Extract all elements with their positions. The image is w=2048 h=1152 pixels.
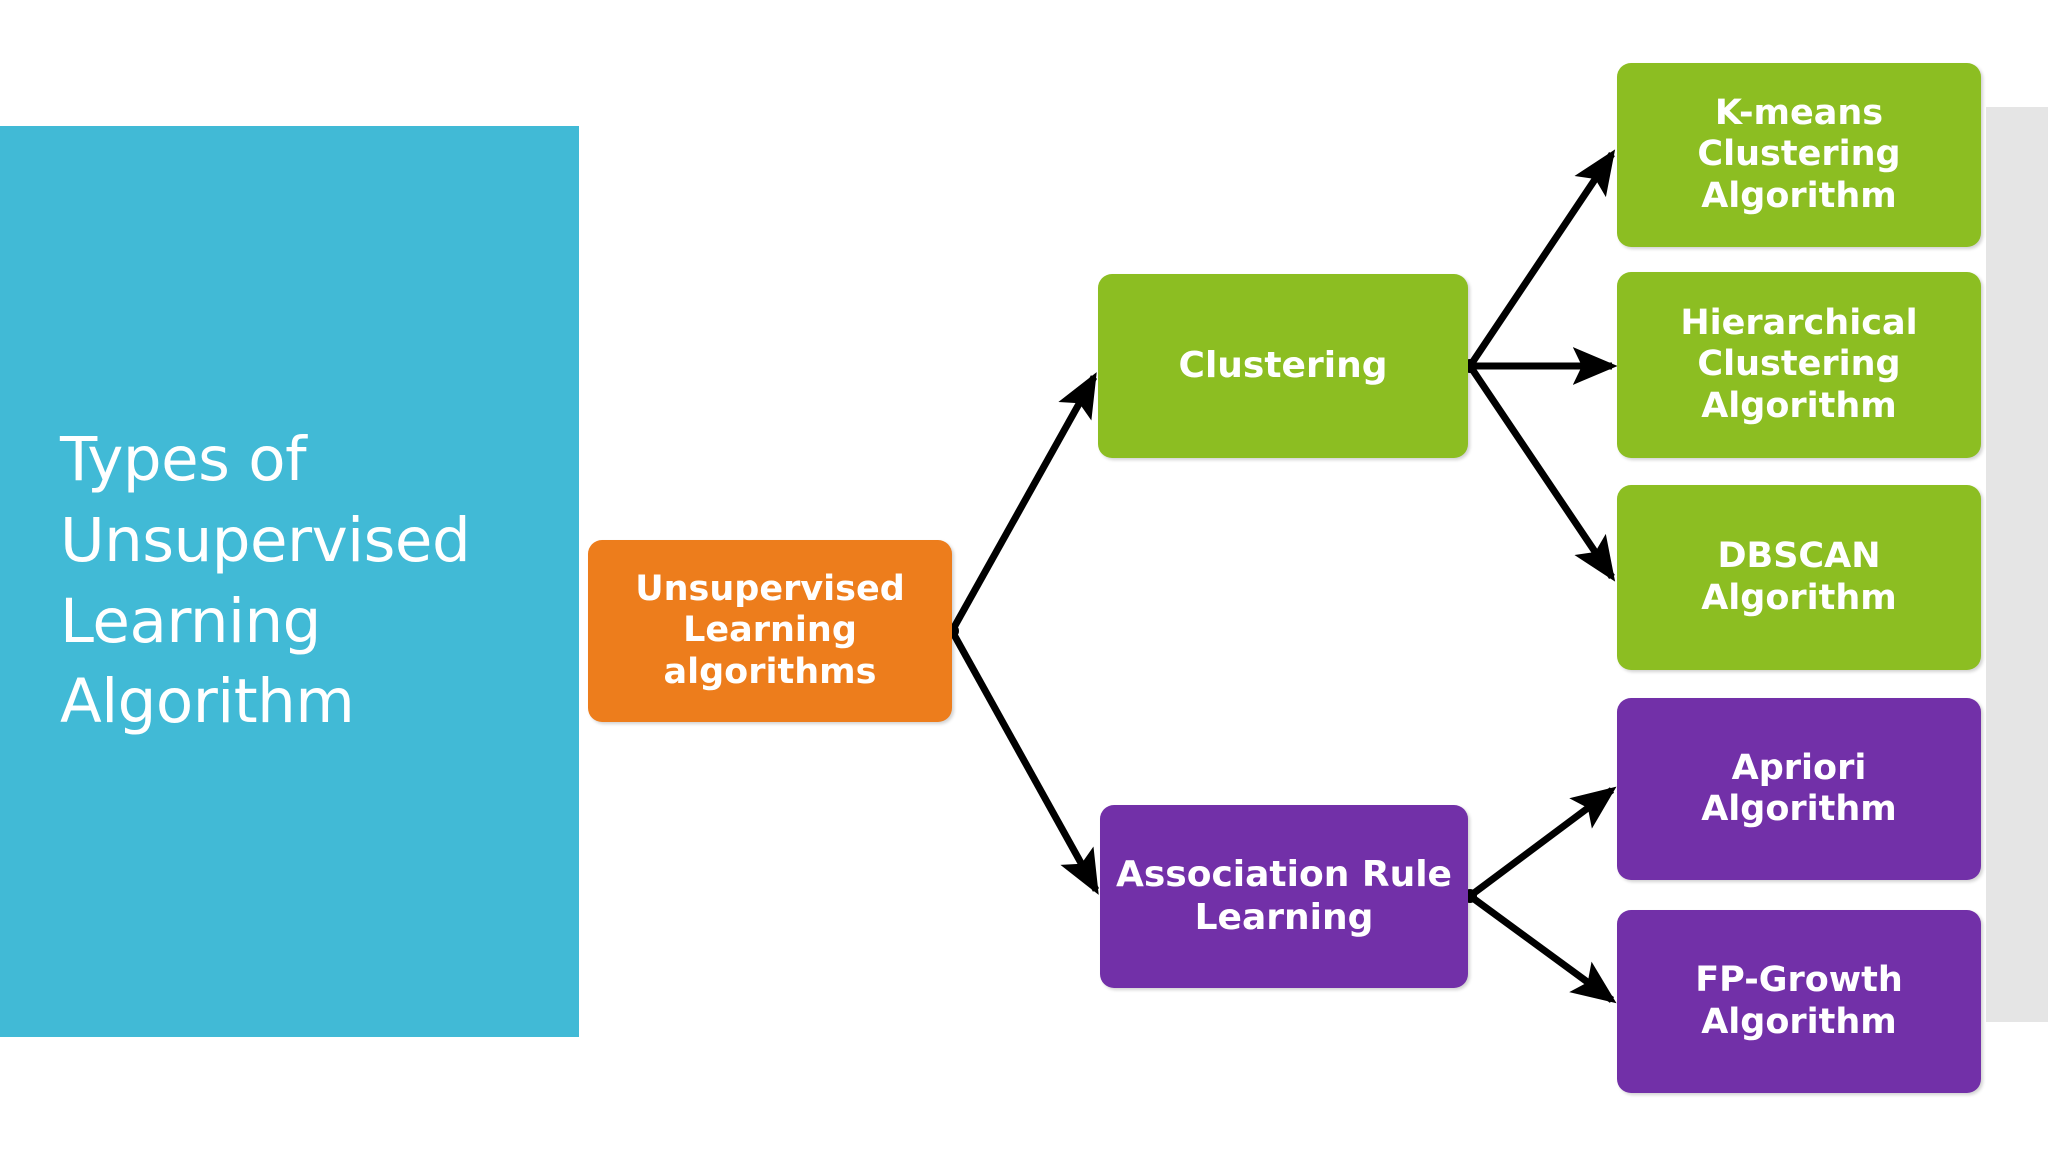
- edge-root-to-clustering: [948, 372, 1098, 633]
- edge-clustering-to-kmeans: [1467, 149, 1616, 368]
- node-unsupervised-learning-algorithms[interactable]: Unsupervised Learning algorithms: [588, 540, 952, 722]
- node-fp-growth-algorithm[interactable]: FP-Growth Algorithm: [1617, 910, 1981, 1093]
- node-clustering[interactable]: Clustering: [1098, 274, 1468, 458]
- node-apriori-algorithm[interactable]: Apriori Algorithm: [1617, 698, 1981, 880]
- node-association-rule-learning[interactable]: Association Rule Learning: [1100, 805, 1468, 988]
- decorative-side-panel: [1986, 107, 2048, 1022]
- edge-clustering-to-dbscan: [1467, 364, 1616, 582]
- node-dbscan-algorithm[interactable]: DBSCAN Algorithm: [1617, 485, 1981, 670]
- node-kmeans-clustering-algorithm[interactable]: K-means Clustering Algorithm: [1617, 63, 1981, 247]
- title-panel: Types of Unsupervised Learning Algorithm: [0, 126, 579, 1037]
- edge-association-to-fpgrowth: [1467, 893, 1617, 1004]
- edge-association-to-apriori: [1467, 786, 1617, 899]
- edge-root-to-association: [948, 629, 1100, 895]
- node-hierarchical-clustering-algorithm[interactable]: Hierarchical Clustering Algorithm: [1617, 272, 1981, 458]
- page-title: Types of Unsupervised Learning Algorithm: [60, 424, 471, 738]
